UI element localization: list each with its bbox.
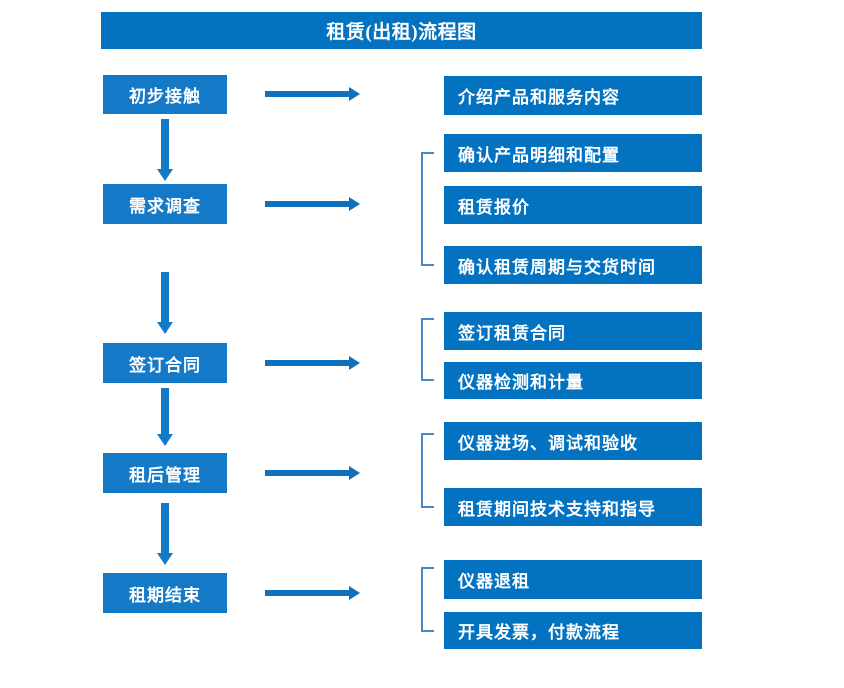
stage-box-rental-end[interactable]: 租期结束 <box>103 573 227 613</box>
page-title: 租赁(出租)流程图 <box>101 12 702 49</box>
task-box-rental-quotation[interactable]: 租赁报价 <box>444 186 702 224</box>
task-box-confirm-product-details[interactable]: 确认产品明细和配置 <box>444 134 702 172</box>
stage-box-requirement-survey[interactable]: 需求调查 <box>103 184 227 224</box>
horizontal-arrow-rental-end <box>265 586 360 600</box>
stage-box-sign-contract[interactable]: 签订合同 <box>103 343 227 383</box>
group-bracket-survey-tasks <box>421 152 434 266</box>
stage-box-initial-contact[interactable]: 初步接触 <box>103 75 227 114</box>
horizontal-arrow-contact <box>265 87 360 101</box>
task-box-introduce-products[interactable]: 介绍产品和服务内容 <box>444 76 702 115</box>
vertical-arrow-survey-to-contract <box>157 272 173 334</box>
task-box-technical-support[interactable]: 租赁期间技术支持和指导 <box>444 488 702 526</box>
task-box-instrument-return[interactable]: 仪器退租 <box>444 560 702 599</box>
vertical-arrow-management-to-end <box>157 503 173 565</box>
vertical-arrow-contract-to-management <box>157 388 173 446</box>
task-box-invoice-payment[interactable]: 开具发票，付款流程 <box>444 612 702 649</box>
group-bracket-management-tasks <box>421 433 434 508</box>
group-bracket-rental-end-tasks <box>421 567 434 632</box>
horizontal-arrow-survey <box>265 197 360 211</box>
horizontal-arrow-contract <box>265 356 360 370</box>
task-box-instrument-inspection[interactable]: 仪器检测和计量 <box>444 362 702 399</box>
vertical-arrow-contact-to-survey <box>157 119 173 181</box>
task-box-instrument-entry-commissioning[interactable]: 仪器进场、调试和验收 <box>444 422 702 460</box>
group-bracket-contract-tasks <box>421 318 434 381</box>
horizontal-arrow-management <box>265 466 360 480</box>
task-box-confirm-rental-period[interactable]: 确认租赁周期与交货时间 <box>444 246 702 284</box>
stage-box-post-rental-management[interactable]: 租后管理 <box>103 453 227 493</box>
task-box-sign-rental-contract[interactable]: 签订租赁合同 <box>444 312 702 350</box>
